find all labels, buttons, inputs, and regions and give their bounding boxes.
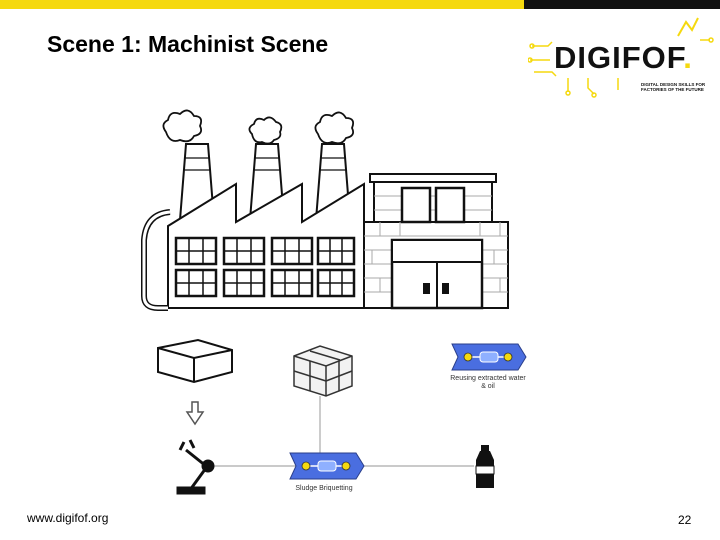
process-label-briquetting: Sludge Briquetting xyxy=(295,485,353,492)
bottle-icon xyxy=(475,445,495,488)
page-number: 22 xyxy=(678,513,692,527)
factory-icon xyxy=(141,109,509,311)
footer-url: www.digifof.org xyxy=(27,511,109,525)
top-dark-bar xyxy=(524,0,720,9)
arrow-down-icon xyxy=(185,401,205,426)
digifof-logo: DIGIFOF. DIGITAL DESIGN SKILLS FOR FACTO… xyxy=(527,16,714,100)
stacked-boxes-icon xyxy=(293,345,353,397)
logo-tagline: DIGITAL DESIGN SKILLS FOR FACTORIES OF T… xyxy=(641,82,706,92)
top-accent-bar xyxy=(0,0,524,9)
box-icon xyxy=(157,338,233,384)
logo-circuit-icon xyxy=(527,17,714,98)
robot-arm-icon xyxy=(176,439,215,495)
slide-title: Scene 1: Machinist Scene xyxy=(47,31,329,57)
process-block-icon-2 xyxy=(289,452,365,480)
smoke-icon xyxy=(162,109,355,145)
process-block-icon-1 xyxy=(451,343,527,371)
logo-wordmark: DIGIFOF. xyxy=(554,40,693,75)
process-label-reuse: Reusing extracted water & oil xyxy=(450,375,526,390)
